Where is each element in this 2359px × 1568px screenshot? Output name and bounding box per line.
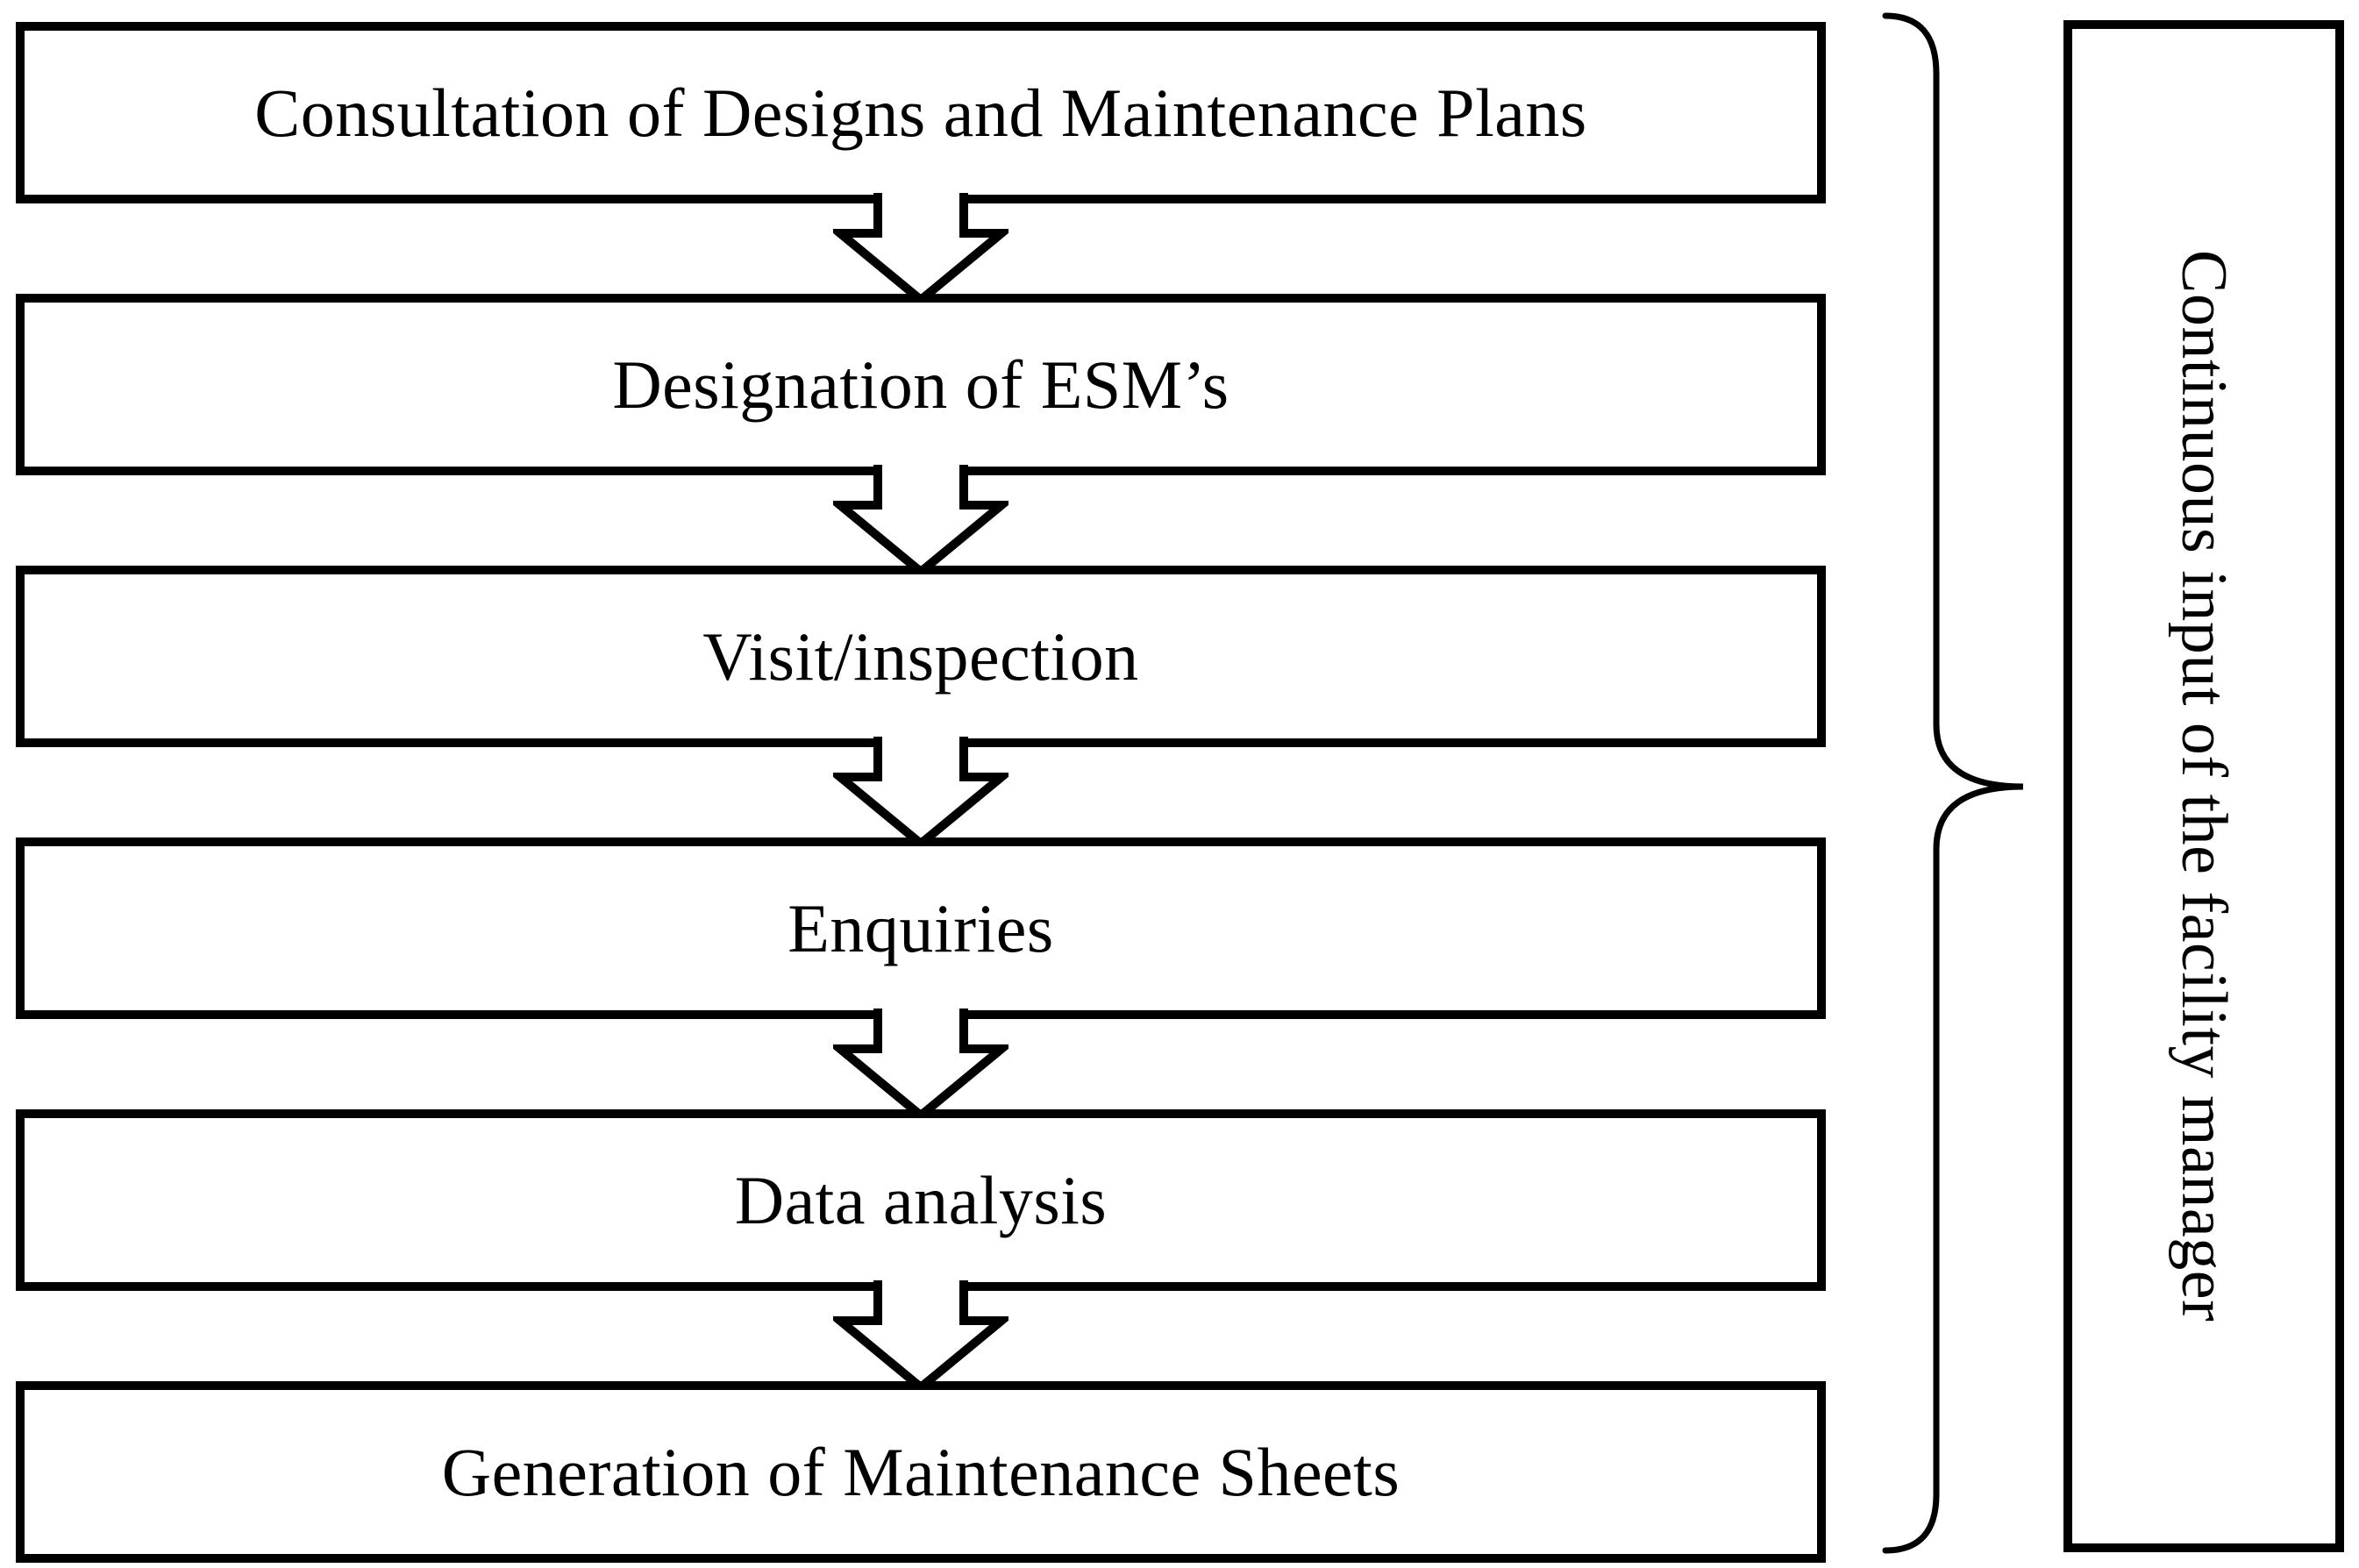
flow-step-label: Enquiries [788,889,1054,966]
flow-step-generation-sheets: Generation of Maintenance Sheets [16,1381,1826,1563]
flow-step-label: Data analysis [734,1161,1108,1238]
flow-step-label: Generation of Maintenance Sheets [441,1433,1400,1510]
continuous-input-panel: Continuous input of the facility manager [2063,20,2344,1552]
flow-step-data-analysis: Data analysis [16,1109,1826,1291]
down-arrow-icon [833,465,1008,576]
flow-step-label: Visit/inspection [702,617,1139,695]
down-arrow-icon [833,193,1008,304]
flow-step-visit-inspection: Visit/inspection [16,566,1826,747]
down-arrow-icon [833,1280,1008,1392]
flow-step-label: Consultation of Designs and Maintenance … [254,74,1587,151]
flow-step-enquiries: Enquiries [16,837,1826,1019]
flow-step-consultation: Consultation of Designs and Maintenance … [16,22,1826,203]
continuous-input-label: Continuous input of the facility manager [2168,250,2240,1322]
curly-brace-icon [1882,12,2024,1554]
down-arrow-icon [833,1009,1008,1120]
flow-step-designation: Designation of ESM’s [16,294,1826,475]
down-arrow-icon [833,737,1008,848]
flow-step-label: Designation of ESM’s [612,346,1229,423]
